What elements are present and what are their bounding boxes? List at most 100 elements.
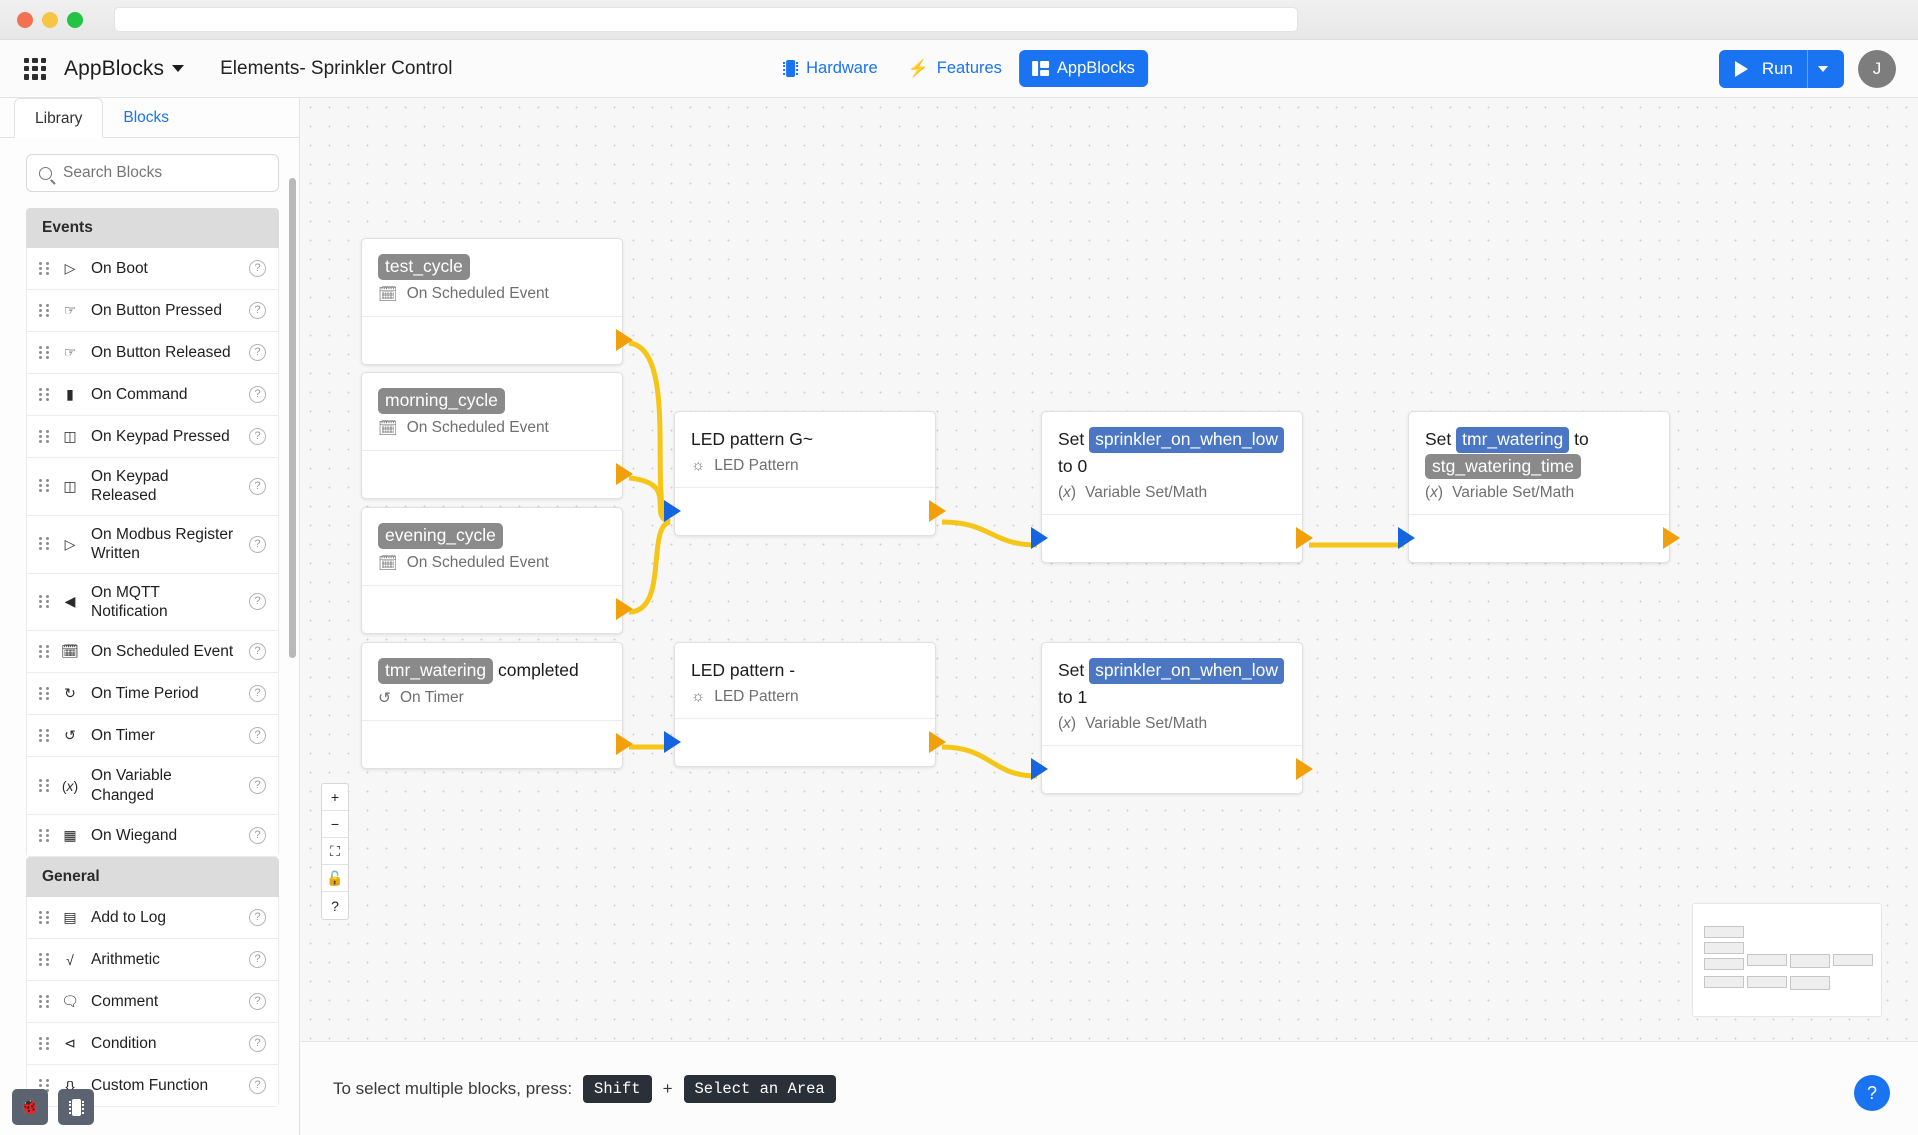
appblocks-canvas[interactable]: test_cycle 🗓 On Scheduled Event morning_…	[301, 98, 1918, 1041]
avatar[interactable]: J	[1858, 49, 1896, 88]
canvas-node-evening-cycle[interactable]: evening_cycle 🗓 On Scheduled Event	[361, 507, 633, 634]
block-item-on-button-released[interactable]: ☞ On Button Released ?	[26, 332, 279, 374]
block-item-on-mqtt-notification[interactable]: ◀ On MQTT Notification ?	[26, 573, 279, 632]
output-port[interactable]	[929, 731, 946, 754]
help-icon[interactable]: ?	[249, 535, 266, 553]
help-icon[interactable]: ?	[249, 477, 266, 495]
block-item-on-boot[interactable]: ▷ On Boot ?	[26, 248, 279, 290]
window-close-dot[interactable]	[17, 11, 33, 28]
search-box[interactable]	[26, 154, 279, 192]
drag-handle-icon[interactable]	[39, 828, 49, 843]
block-item-on-time-period[interactable]: ↻ On Time Period ?	[26, 673, 279, 716]
input-port[interactable]	[1031, 526, 1048, 549]
output-port[interactable]	[1296, 526, 1313, 549]
zoom-in-button[interactable]: +	[322, 784, 348, 811]
window-minimize-dot[interactable]	[42, 11, 58, 28]
help-icon[interactable]: ?	[249, 593, 266, 611]
tab-blocks[interactable]: Blocks	[123, 109, 170, 126]
output-port[interactable]	[616, 597, 633, 620]
help-fab-button[interactable]: ?	[1854, 1075, 1890, 1111]
block-item-on-button-pressed[interactable]: ☞ On Button Pressed ?	[26, 290, 279, 332]
help-icon[interactable]: ?	[249, 1035, 266, 1052]
canvas-node-set-sprinkler-low-1[interactable]: Set sprinkler_on_when_low to 1 (x) Varia…	[1031, 642, 1313, 794]
help-icon[interactable]: ?	[249, 428, 266, 445]
block-item-on-timer[interactable]: ↺ On Timer ?	[26, 715, 279, 758]
drag-handle-icon[interactable]	[39, 537, 49, 551]
canvas-node-led-pattern-g[interactable]: LED pattern G~ ☼ LED Pattern	[664, 411, 946, 537]
drag-handle-icon[interactable]	[39, 261, 49, 276]
block-item-comment[interactable]: 🗨 Comment ?	[26, 981, 279, 1023]
drag-handle-icon[interactable]	[39, 728, 49, 743]
help-icon[interactable]: ?	[249, 1077, 266, 1094]
output-port[interactable]	[929, 500, 946, 523]
input-port[interactable]	[664, 731, 681, 754]
output-port[interactable]	[1296, 757, 1313, 780]
lock-icon[interactable]: 🔓	[322, 865, 348, 892]
canvas-node-test-cycle[interactable]: test_cycle 🗓 On Scheduled Event	[361, 238, 633, 365]
drag-handle-icon[interactable]	[39, 686, 49, 701]
help-icon[interactable]: ?	[249, 727, 266, 745]
drag-handle-icon[interactable]	[39, 387, 49, 402]
canvas-node-set-sprinkler-low-0[interactable]: Set sprinkler_on_when_low to 0 (x) Varia…	[1031, 411, 1313, 563]
tab-hardware[interactable]: Hardware	[770, 50, 891, 87]
help-icon[interactable]: ?	[249, 777, 266, 795]
help-icon[interactable]: ?	[249, 344, 266, 361]
help-icon[interactable]: ?	[249, 993, 266, 1010]
output-port[interactable]	[616, 328, 633, 351]
canvas-node-set-tmr-watering[interactable]: Set tmr_watering to stg_watering_time (x…	[1398, 411, 1680, 564]
input-port[interactable]	[1398, 527, 1415, 550]
help-icon[interactable]: ?	[249, 260, 266, 277]
block-item-condition[interactable]: ⊲ Condition ?	[26, 1023, 279, 1065]
canvas-help-button[interactable]: ?	[331, 897, 339, 914]
help-icon[interactable]: ?	[249, 685, 266, 703]
help-icon[interactable]: ?	[249, 951, 266, 968]
drag-handle-icon[interactable]	[39, 952, 49, 967]
drag-handle-icon[interactable]	[39, 429, 49, 444]
canvas-node-morning-cycle[interactable]: morning_cycle 🗓 On Scheduled Event	[361, 372, 633, 499]
search-input[interactable]	[63, 164, 266, 182]
block-item-on-scheduled-event[interactable]: 🗓 On Scheduled Event ?	[26, 631, 279, 674]
fit-view-icon[interactable]: ⛶	[322, 838, 348, 865]
drag-handle-icon[interactable]	[39, 594, 49, 609]
output-port[interactable]	[616, 462, 633, 485]
device-button[interactable]	[58, 1089, 94, 1125]
help-icon[interactable]: ?	[249, 909, 266, 926]
drag-handle-icon[interactable]	[39, 479, 49, 493]
drag-handle-icon[interactable]	[39, 644, 49, 659]
output-port[interactable]	[1663, 527, 1680, 550]
brand-menu[interactable]: AppBlocks	[64, 57, 185, 81]
block-item-add-to-log[interactable]: ▤ Add to Log ?	[26, 897, 279, 939]
canvas-minimap[interactable]	[1692, 903, 1882, 1017]
input-port[interactable]	[1031, 757, 1048, 780]
help-icon[interactable]: ?	[249, 386, 266, 403]
help-icon[interactable]: ?	[249, 302, 266, 319]
canvas-node-led-pattern-dash[interactable]: LED pattern - ☼ LED Pattern	[664, 642, 946, 768]
browser-url-bar[interactable]	[114, 7, 1298, 32]
drag-handle-icon[interactable]	[39, 778, 49, 793]
drag-handle-icon[interactable]	[39, 910, 49, 925]
block-item-on-wiegand[interactable]: ▦ On Wiegand ?	[26, 815, 279, 857]
drag-handle-icon[interactable]	[39, 303, 49, 318]
tab-library[interactable]: Library	[14, 98, 104, 138]
block-item-arithmetic[interactable]: √ Arithmetic ?	[26, 939, 279, 981]
help-icon[interactable]: ?	[249, 827, 266, 844]
zoom-out-button[interactable]: −	[322, 811, 348, 838]
grid-apps-icon[interactable]	[24, 57, 46, 80]
window-maximize-dot[interactable]	[67, 11, 83, 28]
run-button[interactable]: Run	[1718, 49, 1844, 88]
block-item-on-keypad-released[interactable]: ◫ On Keypad Released ?	[26, 458, 279, 516]
input-port[interactable]	[664, 500, 681, 523]
sidebar-scrollbar[interactable]	[289, 178, 296, 658]
canvas-node-tmr-watering-completed[interactable]: tmr_watering completed ↺ On Timer	[361, 642, 633, 769]
output-port[interactable]	[616, 732, 633, 755]
tab-appblocks[interactable]: AppBlocks	[1018, 50, 1148, 87]
drag-handle-icon[interactable]	[39, 345, 49, 360]
debug-button[interactable]: 🐞	[12, 1089, 48, 1125]
help-icon[interactable]: ?	[249, 643, 266, 661]
block-item-on-command[interactable]: ▮ On Command ?	[26, 374, 279, 416]
drag-handle-icon[interactable]	[39, 1036, 49, 1051]
block-item-on-modbus-register-written[interactable]: ▷ On Modbus Register Written ?	[26, 515, 279, 574]
block-item-on-variable-changed[interactable]: (x) On Variable Changed ?	[26, 757, 279, 815]
run-dropdown-button[interactable]	[1807, 49, 1838, 88]
block-item-on-keypad-pressed[interactable]: ◫ On Keypad Pressed ?	[26, 416, 279, 458]
